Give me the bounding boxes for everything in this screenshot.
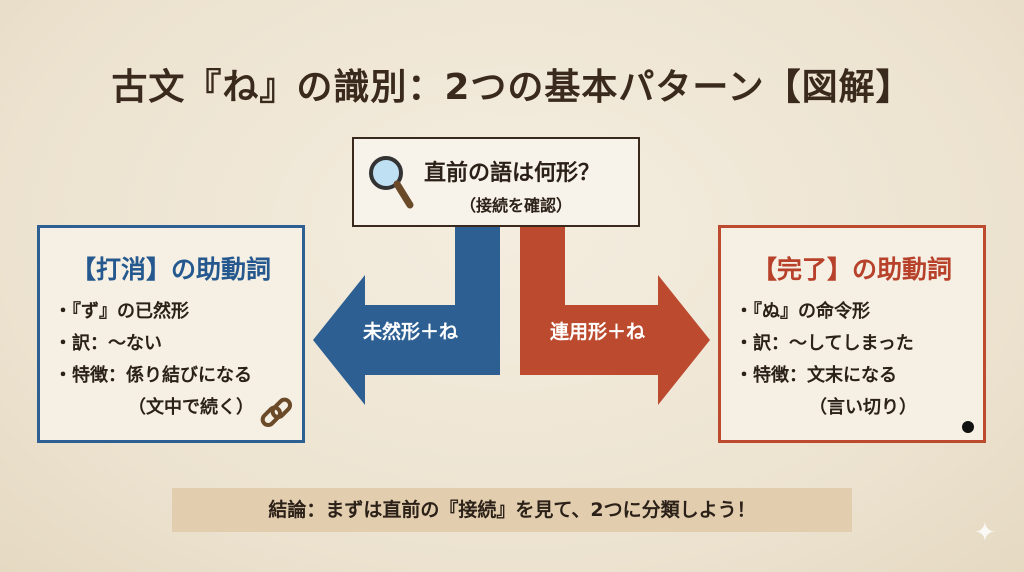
left-arrow [313, 227, 500, 405]
list-item-note: （文中で続く） [128, 397, 254, 418]
conclusion-banner: 結論：まずは直前の『接続』を見て、2つに分類しよう！ [172, 488, 852, 532]
sparkle-icon: ✦ [974, 518, 996, 548]
question-text: 直前の語は何形？ [424, 161, 601, 186]
right-arrow-label: 連用形＋ね [550, 321, 646, 343]
dot-icon [962, 421, 974, 433]
list-item: ・『ず』の已然形 [54, 301, 189, 322]
left-arrow-label: 未然形＋ね [363, 321, 459, 343]
list-item-note: （言い切り） [809, 397, 917, 418]
question-subtext: （接続を確認） [460, 196, 573, 215]
negation-card: 【打消】の助動詞 ・『ず』の已然形 ・訳：～ない ・特徴：係り結びになる （文中… [37, 225, 305, 443]
completion-card: 【完了】の助動詞 ・『ぬ』の命令形 ・訳：～してしまった ・特徴：文末になる （… [718, 225, 986, 443]
magnifier-icon [369, 156, 414, 209]
chain-link-icon [260, 397, 293, 428]
question-box: 直前の語は何形？ （接続を確認） [352, 137, 640, 227]
completion-heading: 【完了】の助動詞 [751, 255, 952, 284]
right-arrow [520, 227, 710, 405]
list-item: ・訳：～してしまった [735, 333, 914, 354]
list-item: ・訳：～ない [54, 333, 162, 354]
list-item: ・特徴：係り結びになる [54, 365, 252, 386]
list-item: ・特徴：文末になる [735, 365, 897, 386]
page-title: 古文『ね』の識別：2つの基本パターン【図解】 [111, 67, 913, 108]
negation-heading: 【打消】の助動詞 [70, 255, 271, 284]
list-item: ・『ぬ』の命令形 [735, 301, 870, 322]
